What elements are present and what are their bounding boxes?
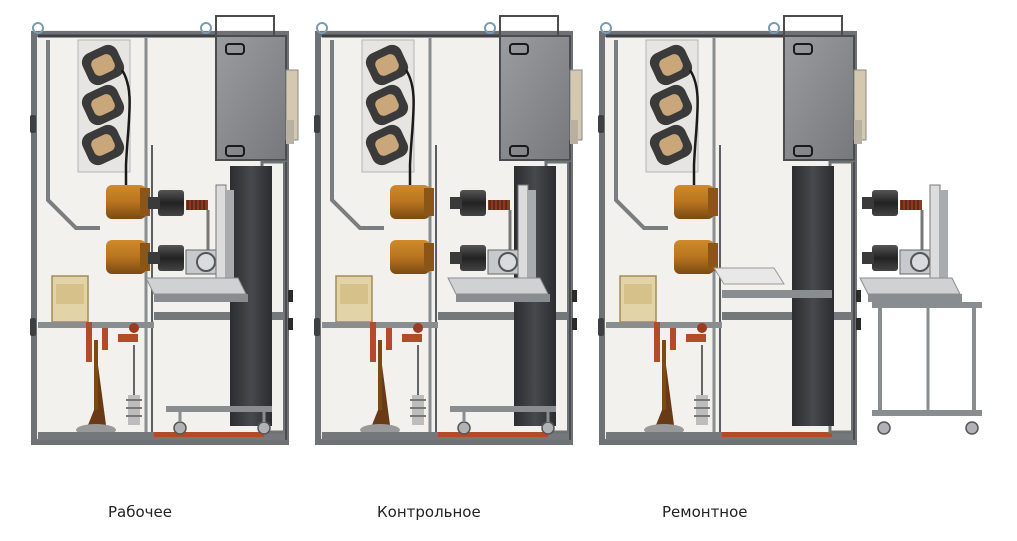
panel-maintenance xyxy=(598,16,866,442)
withdrawn-breaker-trolley xyxy=(858,183,982,435)
panel-test xyxy=(314,16,582,442)
caption-maintenance: Ремонтное xyxy=(662,503,748,521)
caption-test: Контрольное xyxy=(377,503,481,521)
panel-working xyxy=(30,16,298,442)
caption-working: Рабочее xyxy=(108,503,172,521)
